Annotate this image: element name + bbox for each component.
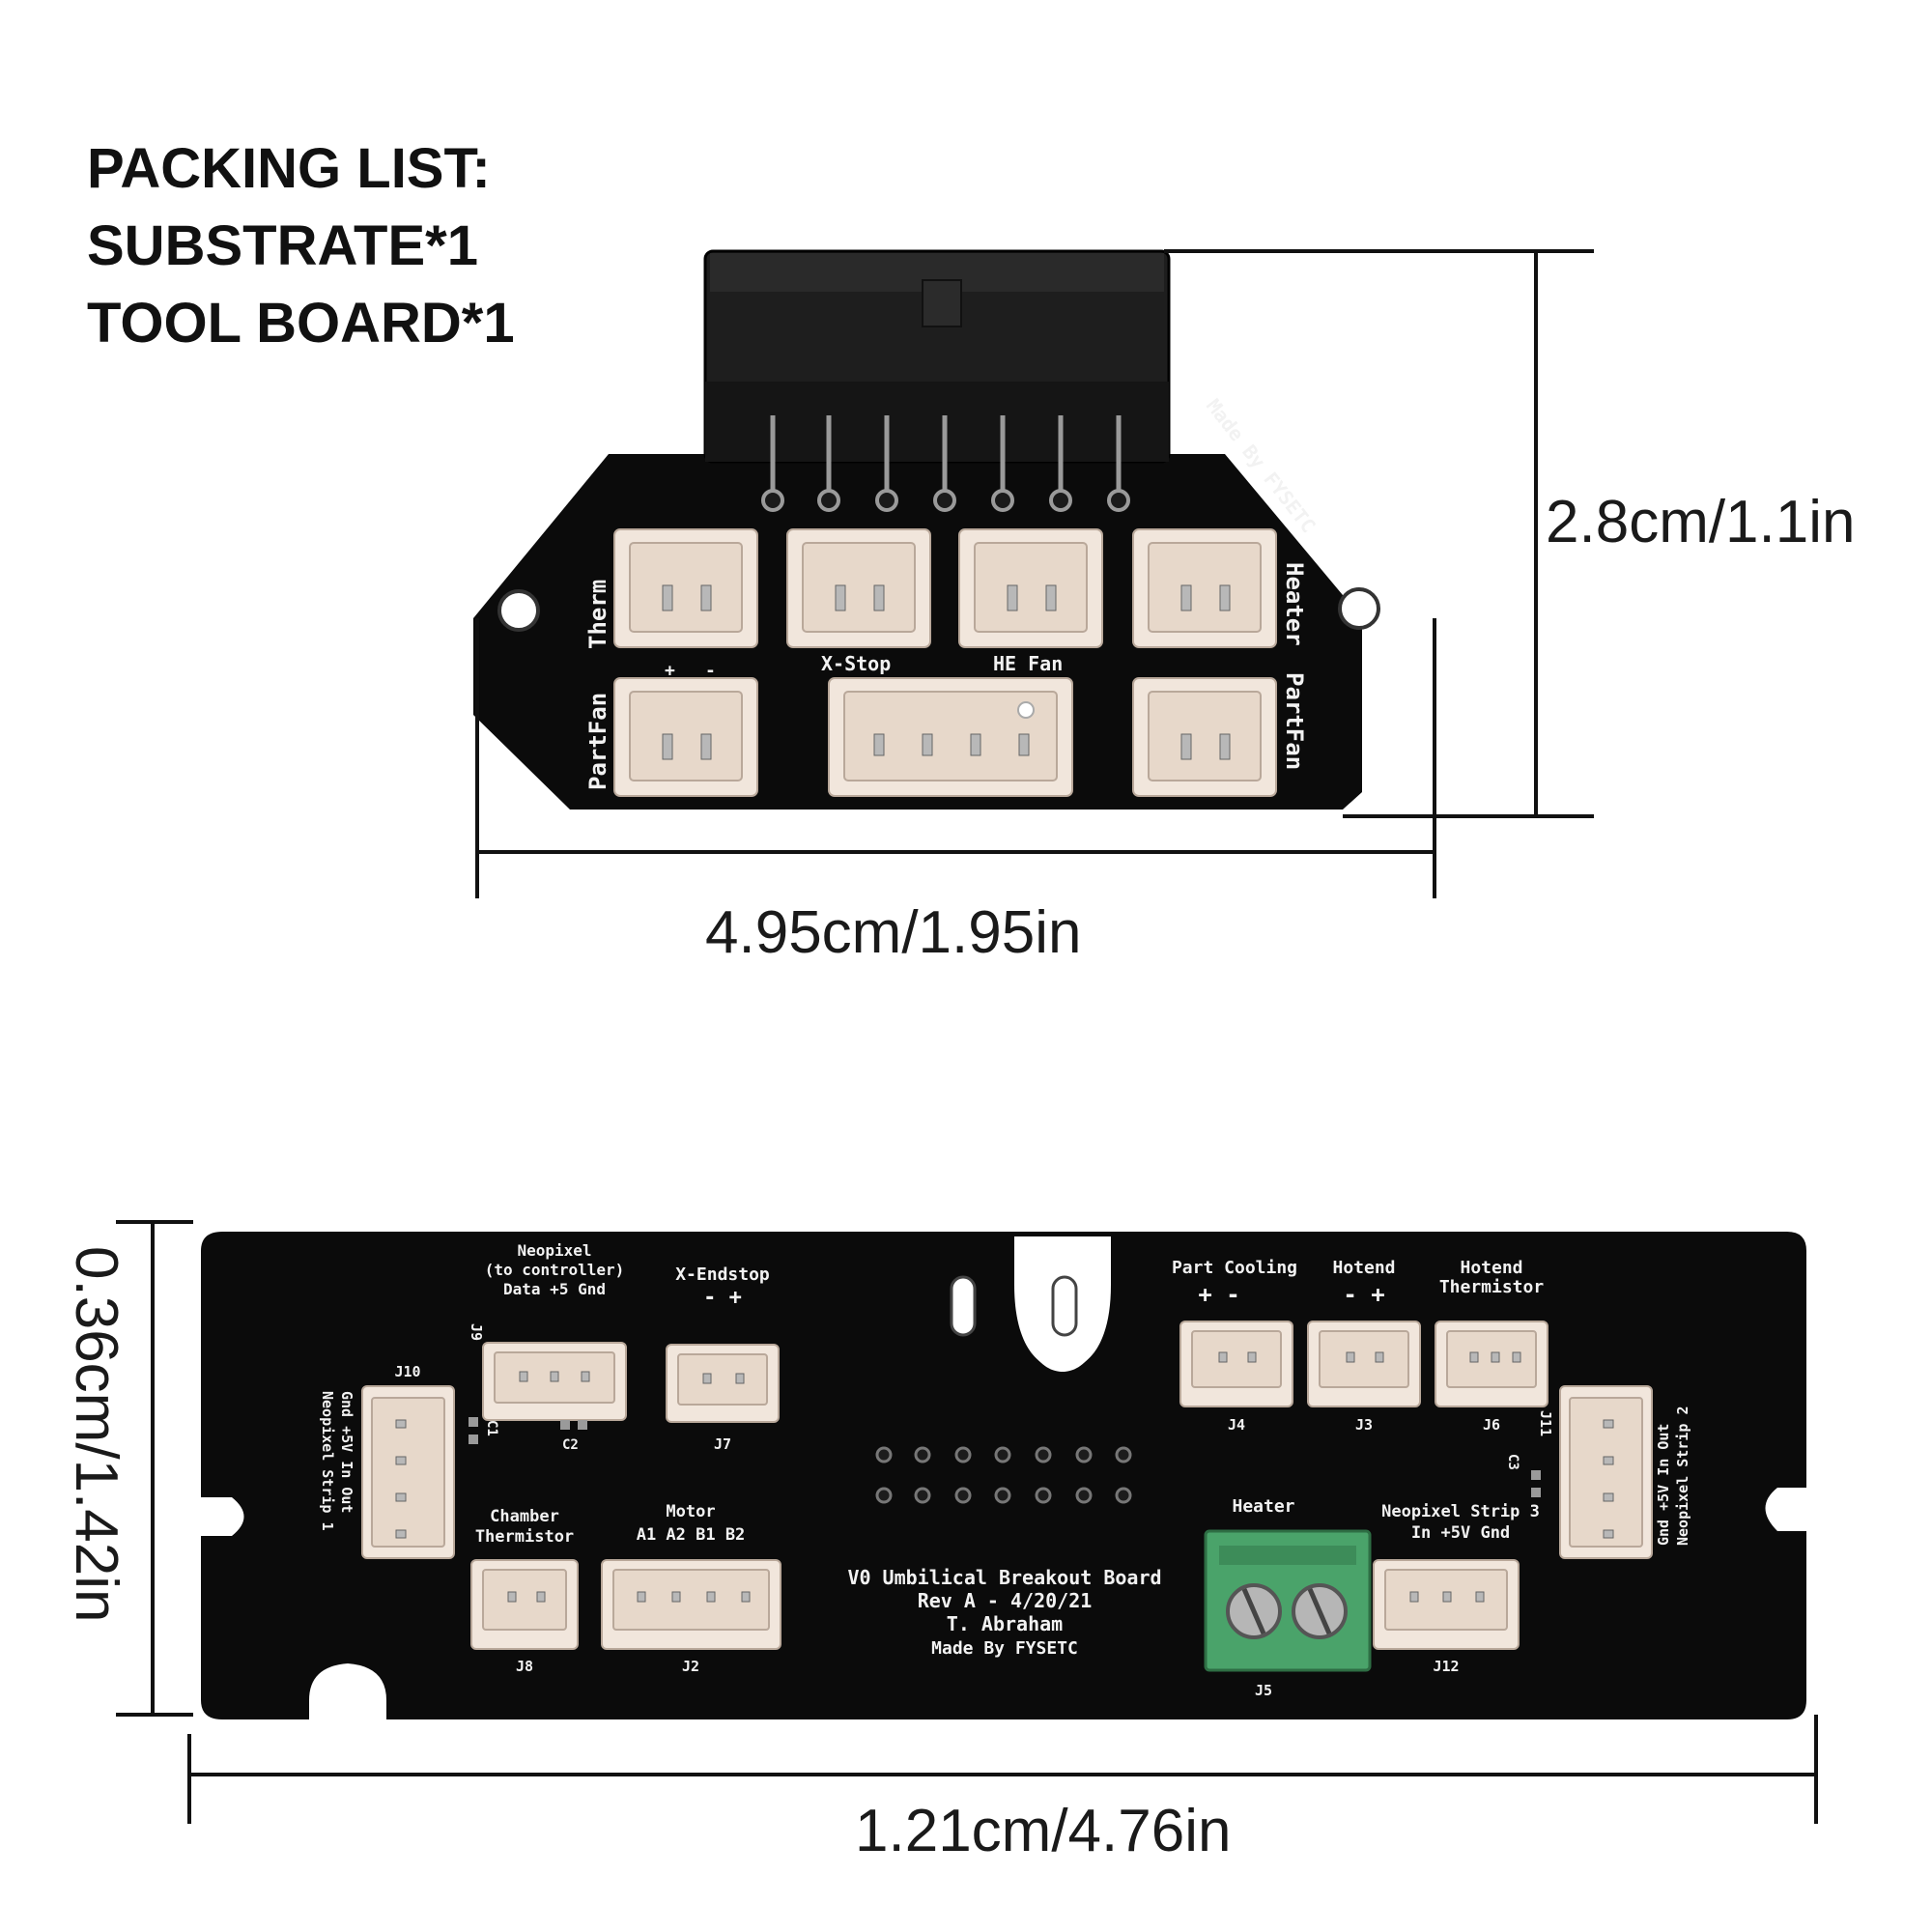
packing-item-tool-board: TOOL BOARD*1 [87,292,515,355]
svg-text:Motor: Motor [666,1502,715,1521]
svg-text:V0 Umbilical Breakout Board: V0 Umbilical Breakout Board [847,1566,1161,1589]
svg-text:J2: J2 [682,1658,699,1675]
tool-board: Made By FYSETC Therm PartFan Heater Part… [473,249,1380,810]
hotend-label: Hotend - + J3 [1332,1258,1395,1434]
svg-text:Neopixel Strip 1: Neopixel Strip 1 [319,1391,336,1531]
svg-text:J10: J10 [394,1363,420,1380]
svg-text:T. Abraham: T. Abraham [947,1612,1063,1635]
svg-text:Neopixel Strip 2: Neopixel Strip 2 [1674,1406,1691,1547]
part-cooling-label: Part Cooling + - J4 [1172,1258,1297,1434]
label-partfan-left: PartFan [584,693,611,790]
connector-j10 [361,1385,455,1559]
svg-text:Thermistor: Thermistor [1439,1277,1545,1297]
connector-j2 [601,1559,781,1650]
main-connector-pins [770,415,1122,493]
svg-text:J6: J6 [1483,1416,1500,1434]
neopixel-strip3-label: Neopixel Strip 3 In +5V Gnd J12 [1381,1502,1540,1675]
c2-label: C2 [562,1437,579,1453]
jst-connector-therm [613,528,758,648]
jst-connector-4pin [828,677,1073,797]
heater-label: Heater J5 [1232,1496,1294,1699]
svg-text:(to controller): (to controller) [485,1261,625,1279]
motor-label: Motor A1 A2 B1 B2 J2 [637,1502,746,1675]
connector-j12 [1373,1559,1520,1650]
connector-j9 [482,1342,627,1421]
strip1-label: J10 Gnd +5V In Out Neopixel Strip 1 [319,1363,421,1531]
label-minus: - [705,661,716,681]
connector-j8 [470,1559,579,1650]
breakout-board-width-label: 1.21cm/4.76in [855,1798,1232,1864]
packing-item-substrate: SUBSTRATE*1 [87,214,478,277]
label-partfan-right: PartFan [1281,672,1308,770]
jst-connector-partfan-left [613,677,758,797]
svg-text:J8: J8 [516,1658,533,1675]
svg-text:Neopixel: Neopixel [517,1241,591,1260]
svg-text:+ -: + - [1198,1281,1239,1308]
mount-hole-left [497,589,540,632]
slot-left [950,1275,977,1337]
svg-text:A1 A2 B1 B2: A1 A2 B1 B2 [637,1525,746,1545]
header-pads [875,1446,1132,1504]
svg-text:J5: J5 [1255,1682,1272,1699]
svg-text:J9: J9 [468,1323,485,1341]
svg-text:J3: J3 [1355,1416,1373,1434]
c3-label: C3 [1505,1454,1520,1470]
breakout-board-dimension-lines [116,1220,1818,1824]
svg-text:Heater: Heater [1232,1496,1294,1517]
svg-text:- +: - + [703,1286,742,1310]
jst-connector-xstop [786,528,931,648]
main-connector-pads [761,489,1130,512]
connector-j11 [1559,1385,1653,1559]
tool-board-height-label: 2.8cm/1.1in [1546,489,1856,555]
main-connector [703,249,1171,464]
svg-text:J7: J7 [714,1435,731,1453]
jst-connector-hefan [958,528,1103,648]
xendstop-label: X-Endstop - + J7 [675,1264,770,1453]
terminal-block-j5 [1204,1529,1372,1672]
svg-text:Chamber: Chamber [490,1507,559,1526]
chamber-thermistor-label: Chamber Thermistor J8 [475,1507,574,1675]
board-title: V0 Umbilical Breakout Board Rev A - 4/20… [847,1566,1161,1659]
svg-text:Gnd +5V In Out: Gnd +5V In Out [338,1391,355,1513]
capacitor-pads [469,1417,1541,1497]
strip2-label: J11 Gnd +5V In Out Neopixel Strip 2 [1537,1406,1691,1547]
svg-text:In +5V Gnd: In +5V Gnd [1411,1523,1510,1543]
connector-j3 [1307,1321,1421,1407]
connector-j6 [1435,1321,1548,1407]
jst-connector-heater [1132,528,1277,648]
svg-text:Neopixel Strip 3: Neopixel Strip 3 [1381,1502,1540,1521]
label-xstop: X-Stop [821,652,891,675]
mount-hole-right [1338,587,1380,630]
svg-text:- +: - + [1343,1281,1384,1308]
connector-j4 [1179,1321,1293,1407]
hotend-thermistor-label: Hotend Thermistor J6 [1439,1258,1545,1434]
neopixel-ctrl-label: Neopixel (to controller) Data +5 Gnd J9 [468,1241,624,1341]
svg-text:Hotend: Hotend [1460,1258,1522,1278]
label-therm: Therm [584,580,611,649]
label-heater: Heater [1281,562,1308,646]
packing-title: PACKING LIST: [87,137,491,200]
packing-list: PACKING LIST: SUBSTRATE*1 TOOL BOARD*1 [87,130,515,362]
svg-text:J12: J12 [1433,1658,1459,1675]
svg-text:Gnd +5V In Out: Gnd +5V In Out [1655,1424,1672,1546]
slot-right [1051,1275,1078,1337]
tool-board-dimension-lines [475,249,1594,898]
svg-text:X-Endstop: X-Endstop [675,1264,770,1285]
svg-text:J4: J4 [1228,1416,1245,1434]
c1-label: C1 [484,1420,499,1436]
label-hefan: HE Fan [993,652,1063,675]
breakout-board: Neopixel (to controller) Data +5 Gnd J9 … [201,1232,1806,1719]
svg-text:Rev A - 4/20/21: Rev A - 4/20/21 [918,1589,1093,1612]
tool-board-width-label: 4.95cm/1.95in [705,899,1082,966]
svg-text:Made By FYSETC: Made By FYSETC [931,1638,1078,1659]
jst-connector-partfan-right [1132,677,1277,797]
svg-text:Thermistor: Thermistor [475,1527,574,1547]
svg-text:Part Cooling: Part Cooling [1172,1258,1297,1278]
label-plus: + [665,661,675,681]
svg-text:J11: J11 [1537,1410,1554,1436]
svg-text:Data +5 Gnd: Data +5 Gnd [503,1280,606,1298]
connector-j7 [666,1344,780,1423]
svg-text:Hotend: Hotend [1332,1258,1395,1278]
